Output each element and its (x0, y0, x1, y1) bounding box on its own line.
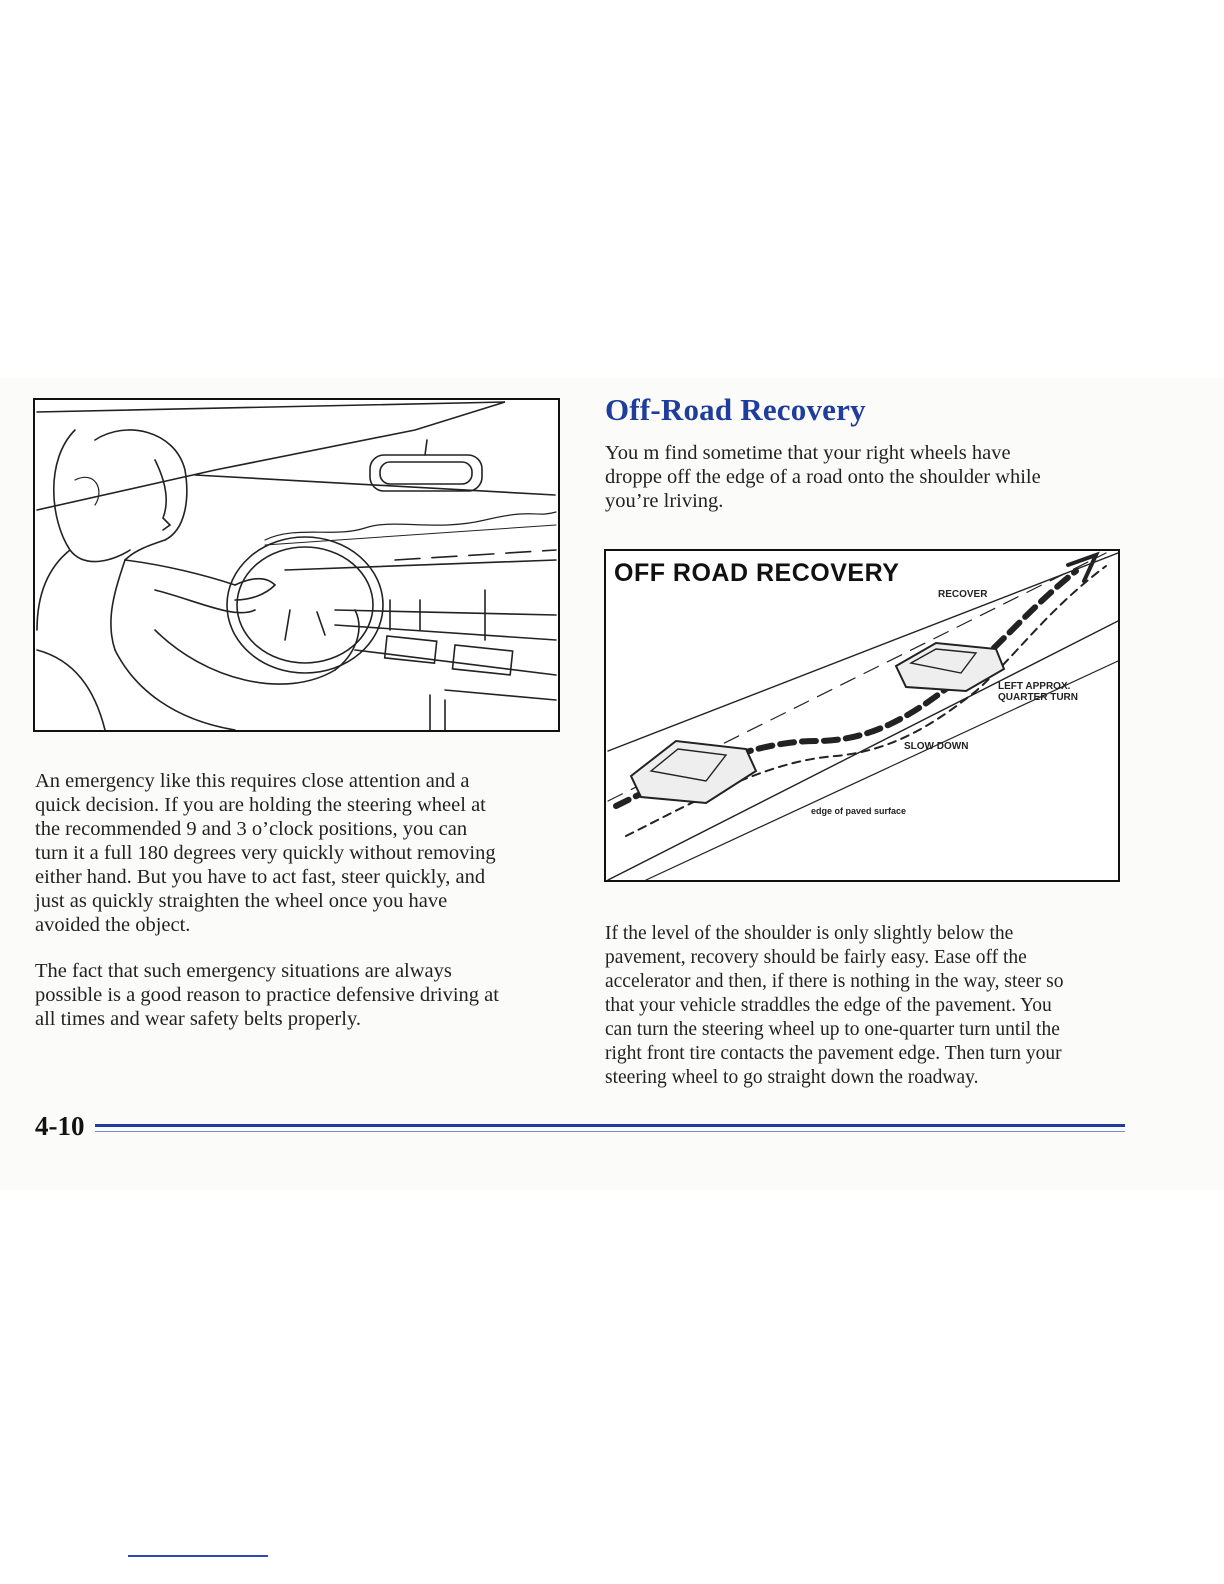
text-line: turn it a full 180 degrees very quickly … (35, 842, 496, 864)
text-line: you’re lriving. (605, 490, 724, 512)
text-line: An emergency like this requires close at… (35, 770, 470, 792)
footer-rule (95, 1124, 1125, 1127)
text-line: If the level of the shoulder is only sli… (605, 923, 1014, 944)
label-line: QUARTER TURN (998, 692, 1078, 703)
text-line: all times and wear safety belts properly… (35, 1008, 361, 1030)
page-number: 4-10 (35, 1111, 85, 1141)
label-slow-down: SLOW DOWN (904, 741, 969, 752)
text-line: steering wheel to go straight down the r… (605, 1067, 979, 1088)
footer-rule-thin (95, 1131, 1125, 1132)
off-road-recovery-diagram: OFF ROAD RECOVERY RECOVER LEFT APPROX. Q… (604, 549, 1120, 882)
text-line: pavement, recovery should be fairly easy… (605, 947, 1027, 968)
text-line: possible is a good reason to practice de… (35, 984, 499, 1006)
road-recovery-drawing-icon (607, 551, 1118, 880)
label-recover: RECOVER (938, 589, 988, 600)
section-title: Off-Road Recovery (605, 392, 866, 427)
text-line: right front tire contacts the pavement e… (605, 1043, 1062, 1064)
text-line: accelerator and then, if there is nothin… (605, 971, 1064, 992)
text-line: can turn the steering wheel up to one-qu… (605, 1019, 1060, 1040)
bottom-mark-divider (128, 1555, 268, 1557)
text-line: just as quickly straighten the wheel onc… (35, 890, 448, 912)
text-line: The fact that such emergency situations … (35, 960, 452, 982)
label-edge-of-paved-surface: edge of paved surface (811, 806, 907, 816)
text-line: that your vehicle straddles the edge of … (605, 995, 1052, 1016)
text-line: the recommended 9 and 3 o’clock position… (35, 818, 468, 840)
intro-paragraph: You m find sometime that your right whee… (605, 441, 1041, 513)
text-line: You m find sometime that your right whee… (605, 442, 1011, 464)
defensive-driving-paragraph: The fact that such emergency situations … (35, 959, 499, 1031)
text-line: quick decision. If you are holding the s… (35, 794, 486, 816)
emergency-paragraph: An emergency like this requires close at… (35, 769, 496, 937)
label-left-turn: LEFT APPROX. QUARTER TURN (998, 681, 1078, 703)
text-line: either hand. But you have to act fast, s… (35, 866, 486, 888)
text-line: avoided the object. (35, 914, 191, 936)
recovery-instructions-paragraph: If the level of the shoulder is only sli… (605, 922, 1063, 1090)
driver-steering-icon (36, 401, 557, 730)
label-line: LEFT APPROX. (998, 681, 1071, 692)
text-line: droppe off the edge of a road onto the s… (605, 466, 1041, 488)
driver-illustration (33, 398, 560, 732)
diagram-title: OFF ROAD RECOVERY (614, 559, 900, 587)
